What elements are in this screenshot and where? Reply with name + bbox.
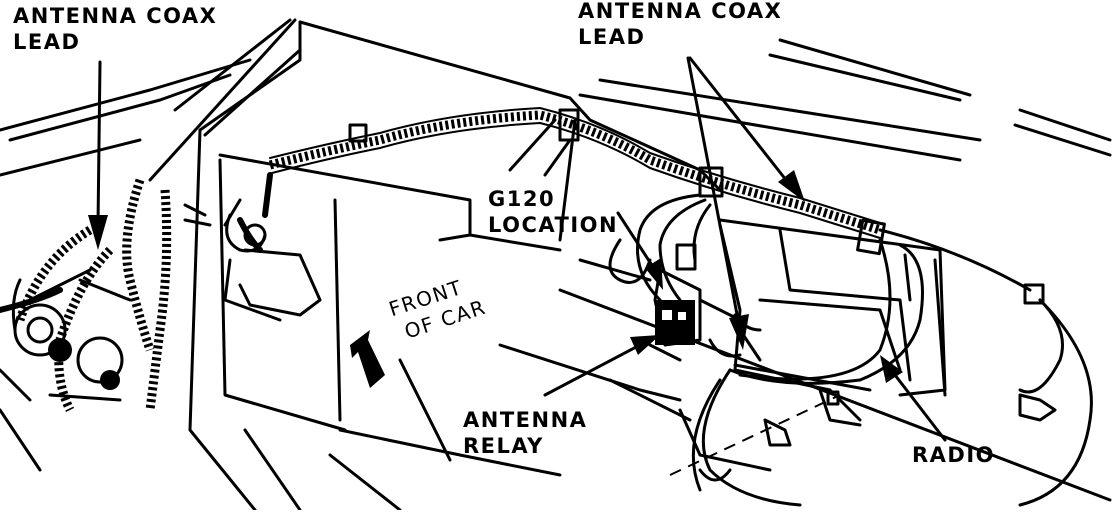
label-radio: RADIO [912,442,995,468]
label-line: ANTENNA COAX [578,0,783,23]
cowl-lines-right [578,38,1112,162]
radio-unit [718,218,947,427]
label-g120-location: G120 LOCATION [488,186,618,238]
relay-wiring [636,193,792,482]
front-of-car-arrow-icon [350,330,385,388]
label-antenna-relay: ANTENNA RELAY [463,407,587,459]
hood-outline-left [0,18,297,182]
label-line: G120 [488,187,556,211]
label-line: ANTENNA [463,408,588,432]
dash-panel [188,20,1112,512]
label-line: LEAD [578,25,646,49]
label-line: LEAD [13,30,81,54]
callout-arrows [88,56,947,442]
label-line: RELAY [463,434,544,458]
dashed-guide-line [669,394,841,476]
label-line: LOCATION [488,213,619,237]
label-antenna-coax-lead-left: ANTENNA COAX LEAD [13,3,217,55]
label-antenna-coax-lead-right: ANTENNA COAX LEAD [578,0,782,50]
label-line: RADIO [912,443,996,467]
antenna-mechanism [0,172,273,472]
label-line: ANTENNA COAX [13,4,218,28]
